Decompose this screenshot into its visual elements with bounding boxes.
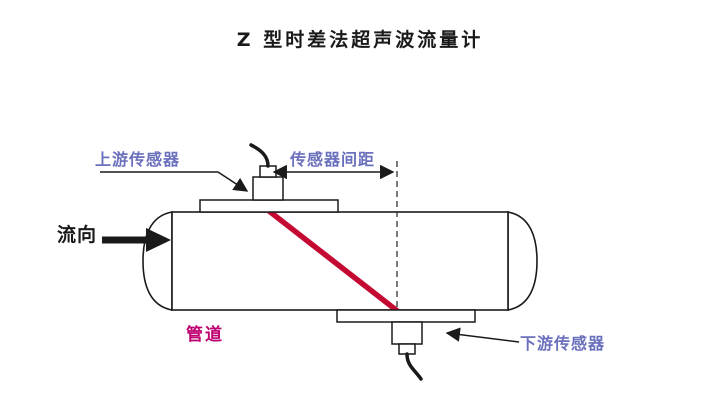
sensor-spacing-label: 传感器间距 — [290, 150, 376, 169]
downstream-leader-arrow — [445, 327, 520, 343]
pipe-body — [171, 211, 509, 311]
upstream-transducer-cable — [249, 143, 270, 168]
pipe-right-cap — [507, 211, 538, 311]
upstream-sensor-label: 上游传感器 — [95, 150, 181, 169]
diagram-title: Z 型时差法超声波流量计 — [236, 29, 484, 51]
ultrasonic-beam-line — [258, 201, 402, 316]
upstream-leader-arrow — [100, 171, 249, 192]
upstream-transducer-body — [252, 176, 284, 201]
upstream-transducer-plate — [199, 199, 339, 213]
downstream-transducer-cable — [405, 352, 423, 381]
downstream-sensor-label: 下游传感器 — [520, 334, 606, 353]
downstream-transducer-body — [391, 321, 423, 345]
pipe-left-cap — [142, 211, 173, 311]
flow-arrow-head — [146, 228, 171, 252]
flow-direction-label: 流向 — [57, 224, 98, 246]
downstream-transducer-plate — [336, 309, 476, 323]
pipe-label: 管道 — [186, 325, 224, 345]
